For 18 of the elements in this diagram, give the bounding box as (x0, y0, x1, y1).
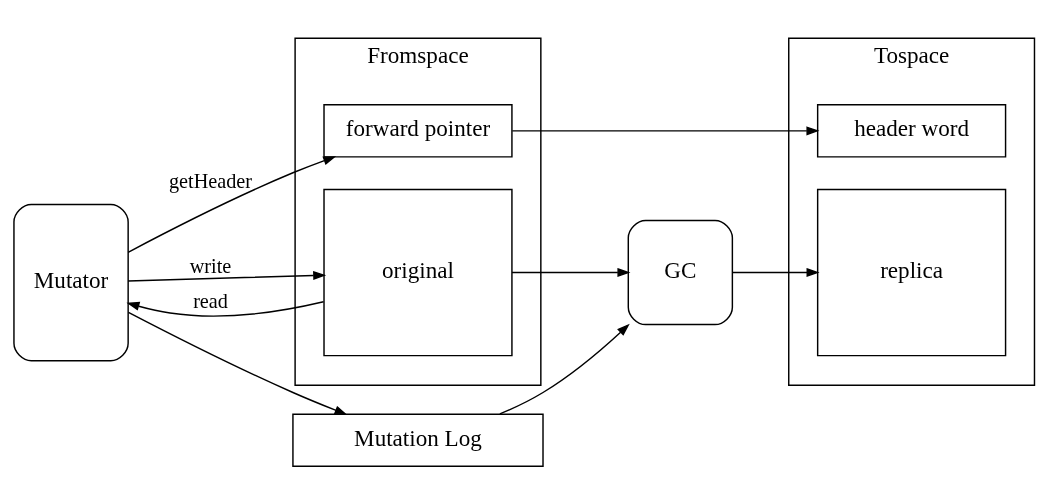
arrow (511, 125, 820, 135)
edge-label: read (193, 289, 228, 311)
arrow (511, 267, 631, 277)
node-box: replica (816, 188, 1007, 356)
arrow (731, 267, 820, 277)
arrow (127, 270, 327, 282)
edge-label: getHeader (169, 169, 253, 192)
arrow (127, 311, 348, 415)
node-box: header word (816, 103, 1007, 158)
node-box: forward pointer (323, 103, 513, 158)
node-box: Mutator (13, 203, 129, 361)
arrow (127, 155, 337, 253)
node-box: Mutation Log (292, 412, 544, 467)
arrow (126, 300, 325, 317)
arrow (499, 323, 630, 415)
node-box: GC (627, 219, 734, 325)
node-box: original (323, 188, 513, 356)
edge-label: write (189, 254, 232, 277)
